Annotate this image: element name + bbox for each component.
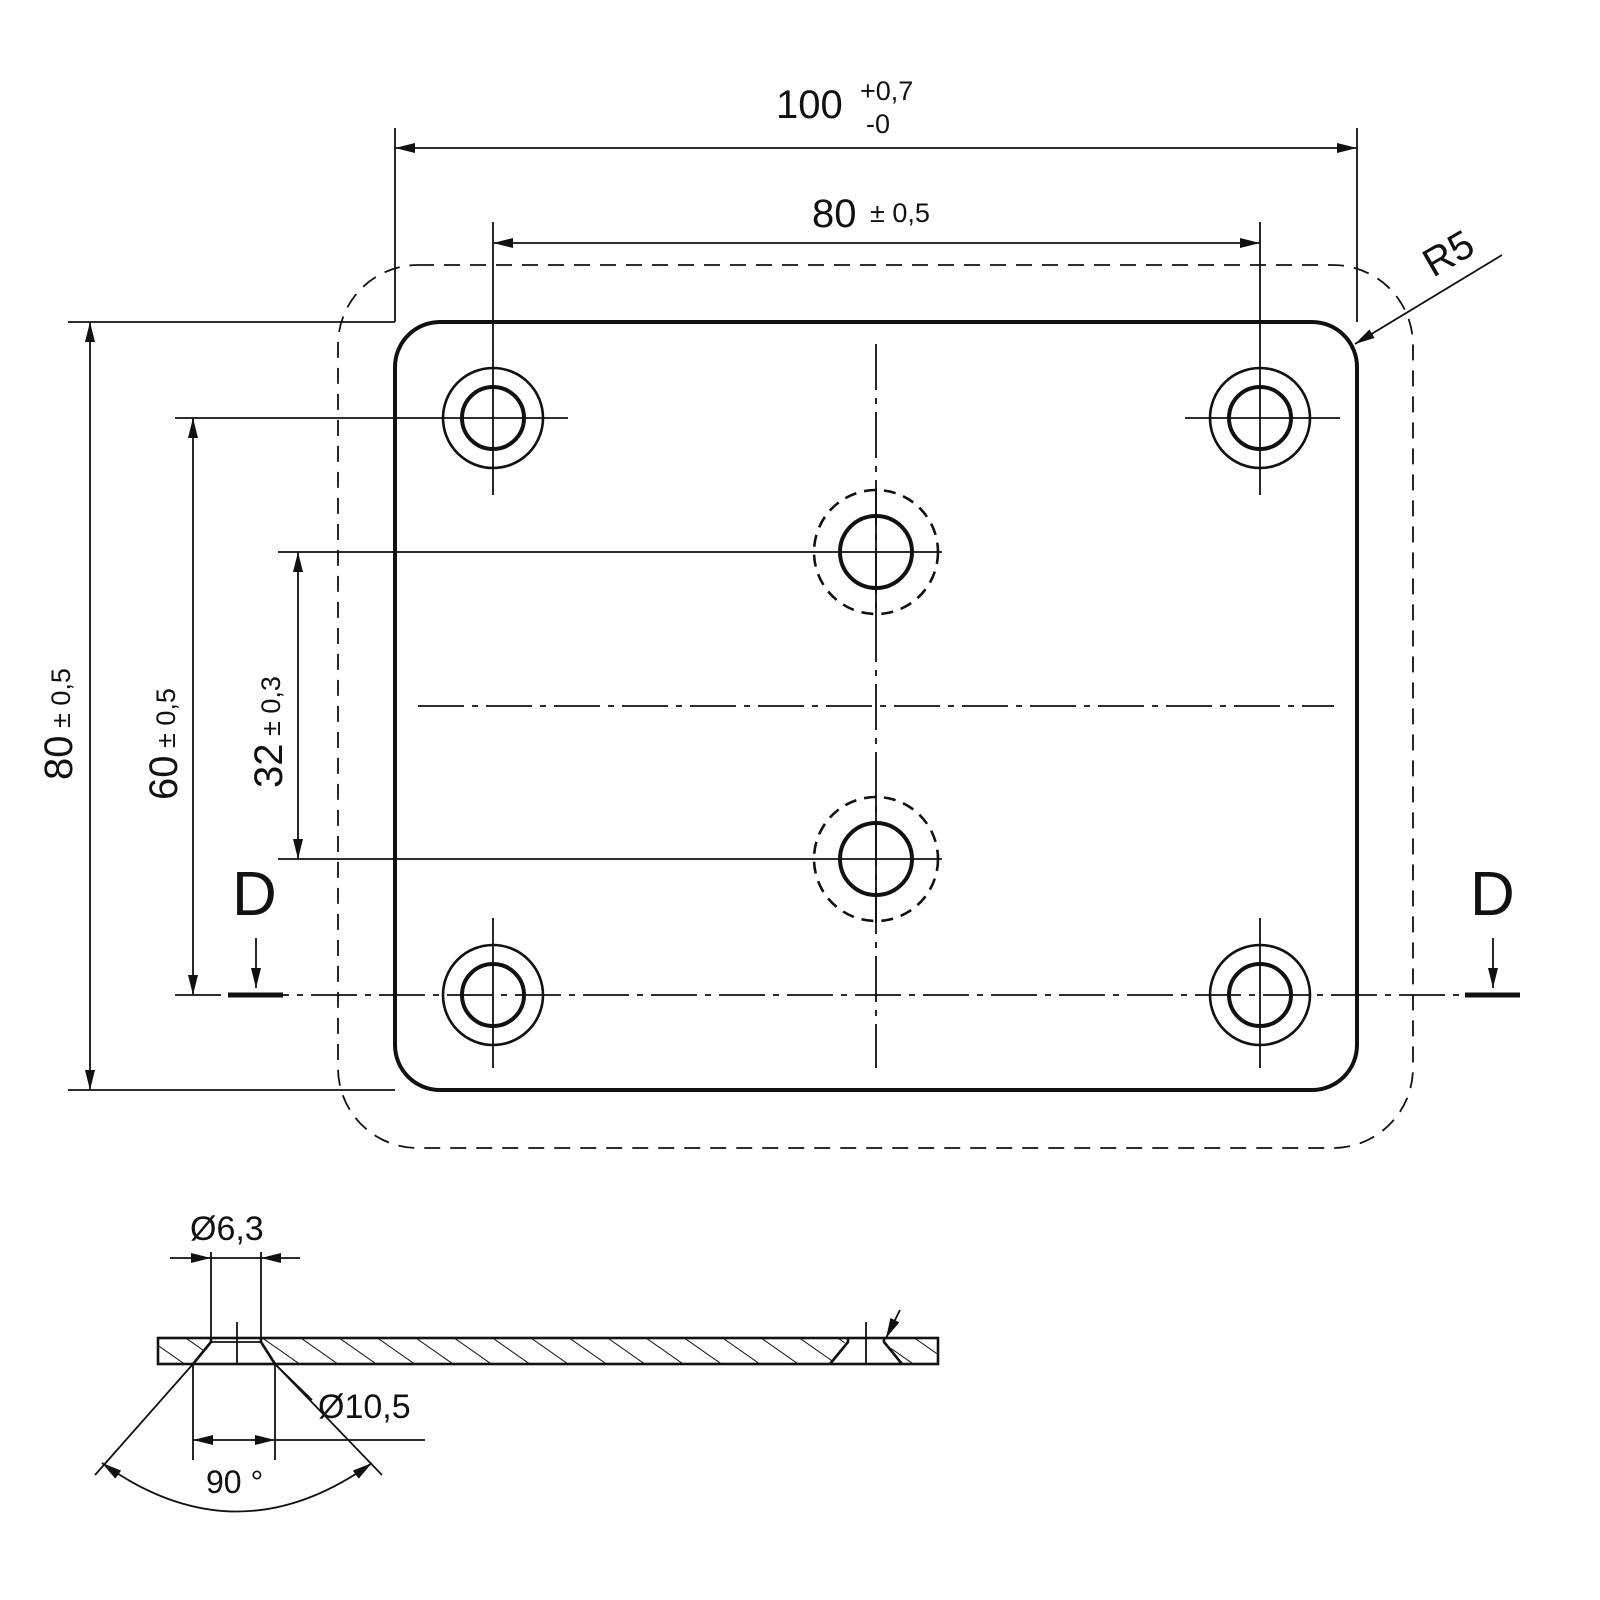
section-marker-left-label: D [232,860,277,929]
dim-hole-spacing-y-nominal: 60 [142,756,186,801]
hole-top-left [433,340,568,495]
hole-bottom-right [1208,918,1312,1068]
dim-hole-spacing-x-tol: ± 0,5 [870,198,930,228]
outer-envelope-dashed [337,264,1414,1149]
section-marker-right-label: D [1470,860,1515,929]
dim-countersink-angle-label: 90 ° [206,1464,263,1500]
hole-bottom-left [441,918,545,1068]
plate-outline [393,320,1359,1092]
section-view [156,1309,940,1366]
dim-overall-height-tol: ± 0,5 [46,668,76,728]
dim-hole-diameter-label: Ø6,3 [190,1210,264,1248]
section-marker-right: D [1465,860,1520,998]
dim-countersink-diameter: Ø10,5 [192,1363,425,1460]
dim-center-hole-spacing-tol: ± 0,3 [256,676,286,736]
dim-corner-radius-label: R5 [1416,222,1482,286]
section-marker-left: D [228,860,283,998]
dim-countersink-diameter-label: Ø10,5 [318,1388,411,1426]
dim-overall-width-tol-upper: +0,7 [860,76,913,106]
hole-top-right [1185,340,1340,495]
dim-corner-radius: R5 [1354,222,1503,345]
dim-center-hole-spacing-nominal: 32 [247,744,291,789]
dim-overall-height-nominal: 80 [37,736,81,781]
dim-hole-diameter: Ø6,3 [170,1210,300,1338]
dim-countersink-angle: 90 ° [94,1363,383,1513]
dim-overall-height: 80 ± 0,5 [37,321,395,1091]
dim-hole-spacing-y: 60 ± 0,5 [142,417,433,995]
dim-overall-width-nominal: 100 [776,83,843,127]
dim-hole-spacing-y-tol: ± 0,5 [151,688,181,748]
dim-center-hole-spacing: 32 ± 0,3 [247,551,876,860]
dim-overall-width: 100 +0,7 -0 [394,76,1358,322]
dim-hole-spacing-x-nominal: 80 [812,192,857,236]
dim-hole-spacing-x: 80 ± 0,5 [492,192,1261,340]
dim-overall-width-tol-lower: -0 [866,109,890,139]
